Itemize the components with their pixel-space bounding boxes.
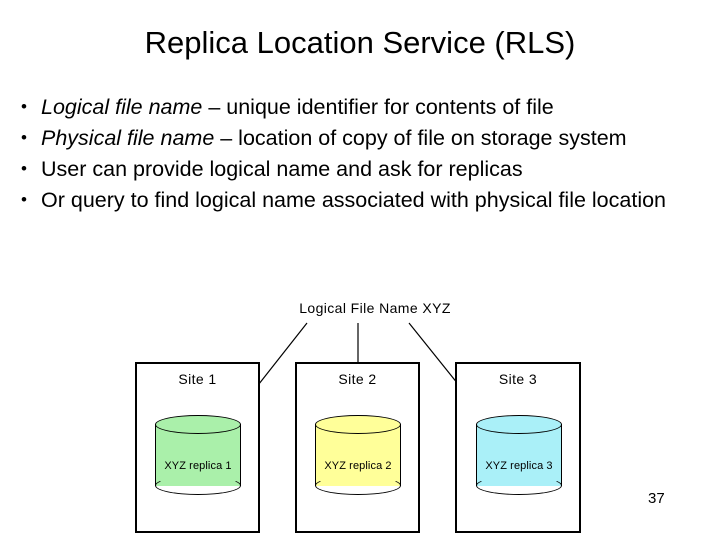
cylinder-bottom: [315, 476, 401, 495]
bullet-term: Physical file name: [41, 126, 215, 150]
site-box-3: Site 3 XYZ replica 3: [455, 362, 581, 533]
replica-label: XYZ replica 2: [324, 460, 392, 472]
logical-file-name-label: Logical File Name XYZ: [299, 300, 451, 316]
bullet-item-3: User can provide logical name and ask fo…: [14, 154, 714, 184]
cylinder-bottom: [155, 476, 241, 495]
replica-cylinder-1: XYZ replica 1: [155, 415, 241, 495]
arrow-to-site-3: [408, 322, 516, 456]
site-label: Site 1: [178, 371, 217, 387]
cylinder-body: [155, 424, 241, 486]
replica-label: XYZ replica 1: [164, 460, 232, 472]
site-box-2: Site 2 XYZ replica 2: [295, 362, 420, 533]
bullet-text: – location of copy of file on storage sy…: [214, 126, 627, 150]
site-box-1: Site 1 XYZ replica 1: [135, 362, 260, 533]
cylinder-body: [476, 424, 562, 486]
bullet-term: Logical file name: [41, 95, 203, 119]
replica-cylinder-3: XYZ replica 3: [476, 415, 562, 495]
replica-cylinder-2: XYZ replica 2: [315, 415, 401, 495]
cylinder-top: [476, 415, 562, 434]
arrow-to-site-1: [202, 322, 308, 456]
page-number: 37: [648, 490, 665, 507]
cylinder-bottom: [476, 476, 562, 495]
bullet-text: – unique identifier for contents of file: [202, 95, 554, 119]
site-label: Site 2: [338, 371, 377, 387]
cylinder-body: [315, 424, 401, 486]
bullet-text: User can provide logical name and ask fo…: [41, 157, 523, 181]
bullet-item-2: Physical file name – location of copy of…: [14, 123, 714, 153]
bullet-text: Or query to find logical name associated…: [41, 188, 667, 212]
bullet-item-1: Logical file name – unique identifier fo…: [14, 92, 714, 122]
site-label: Site 3: [498, 371, 538, 387]
cylinder-top: [315, 415, 401, 434]
replica-label: XYZ replica 3: [485, 460, 553, 472]
bullet-list: Logical file name – unique identifier fo…: [14, 92, 714, 216]
bullet-item-4: Or query to find logical name associated…: [14, 185, 714, 215]
cylinder-top: [155, 415, 241, 434]
page-title: Replica Location Service (RLS): [144, 25, 576, 60]
